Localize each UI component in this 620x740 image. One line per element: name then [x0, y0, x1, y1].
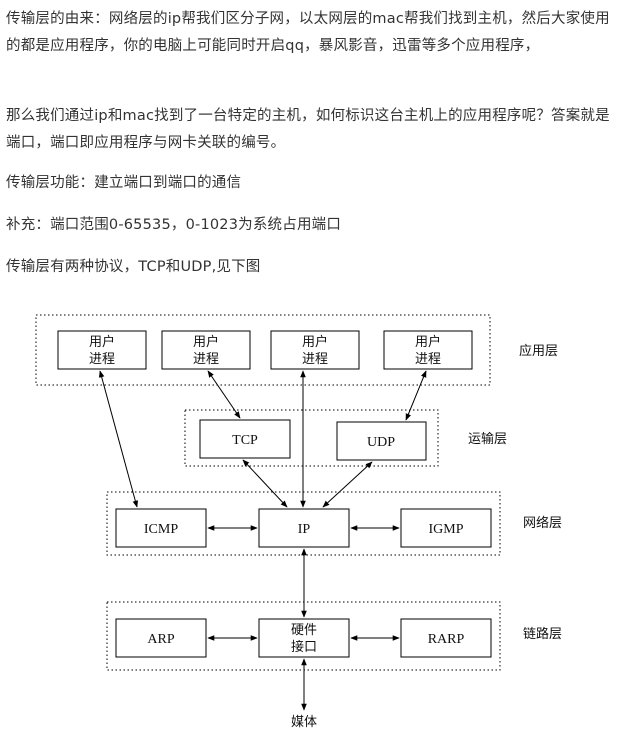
- igmp-label: IGMP: [428, 522, 463, 537]
- transport-function-text: 传输层功能：建立端口到端口的通信: [6, 175, 242, 191]
- rarp-label: RARP: [428, 632, 465, 647]
- protocols-intro-text: 传输层有两种协议，TCP和UDP,见下图: [6, 259, 261, 275]
- user-process-label-line1: 用户: [302, 334, 328, 350]
- intro-paragraph-port: 那么我们通过ip和mac找到了一台特定的主机，如何标识这台主机上的应用程序呢？答…: [6, 108, 610, 151]
- arrow-process1-icmp: [98, 370, 139, 508]
- arrow-process2-tcp: [207, 370, 241, 419]
- user-process-label-line1: 用户: [415, 334, 441, 350]
- user-process-box-4: 用户 进程: [383, 330, 473, 370]
- arp-box: ARP: [115, 618, 207, 658]
- arrow-tcp-ip: [242, 459, 288, 508]
- user-process-label-line1: 用户: [89, 334, 115, 350]
- intro-paragraph-origin: 传输层的由来：网络层的ip帮我们区分子网，以太网层的mac帮我们找到主机，然后大…: [6, 11, 610, 54]
- arrow-udp-ip: [322, 461, 373, 508]
- transport-layer-frame: [184, 409, 439, 467]
- hardware-interface-box: 硬件 接口: [258, 618, 350, 658]
- tcp-box: TCP: [199, 419, 291, 459]
- application-layer-label: 应用层: [519, 343, 558, 359]
- tcp-label: TCP: [232, 433, 258, 448]
- icmp-label: ICMP: [144, 522, 178, 537]
- network-layer-label: 网络层: [523, 515, 562, 531]
- igmp-box: IGMP: [400, 508, 492, 548]
- rarp-box: RARP: [400, 618, 492, 658]
- user-process-label-line2: 进程: [89, 352, 115, 367]
- user-process-label-line2: 进程: [302, 352, 328, 367]
- arrow-process4-udp: [405, 370, 427, 421]
- udp-box: UDP: [336, 421, 427, 461]
- link-layer-label: 链路层: [523, 626, 562, 642]
- media-label: 媒体: [291, 715, 317, 730]
- user-process-box-3: 用户 进程: [270, 330, 360, 370]
- user-process-box-1: 用户 进程: [57, 330, 147, 370]
- ip-label: IP: [298, 522, 311, 537]
- application-layer-frame: [35, 314, 491, 386]
- user-process-label-line1: 用户: [193, 334, 219, 350]
- hardware-label-line1: 硬件: [291, 623, 317, 638]
- hardware-label-line2: 接口: [291, 639, 317, 655]
- user-process-label-line2: 进程: [193, 352, 219, 367]
- transport-layer-label: 运输层: [468, 431, 507, 447]
- user-process-box-2: 用户 进程: [161, 330, 251, 370]
- ip-box: IP: [258, 508, 350, 548]
- udp-label: UDP: [367, 435, 395, 450]
- port-range-note: 补充：端口范围0-65535，0-1023为系统占用端口: [6, 217, 342, 233]
- user-process-label-line2: 进程: [415, 352, 441, 367]
- arp-label: ARP: [147, 632, 174, 647]
- icmp-box: ICMP: [115, 508, 207, 548]
